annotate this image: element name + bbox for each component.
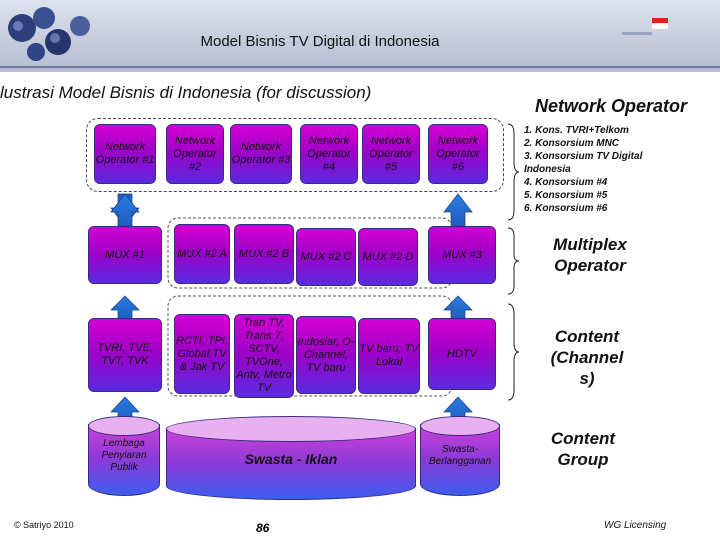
brace-content [507, 303, 520, 401]
network-operator-box-3: Network Operator #3 [230, 124, 292, 184]
list-item: 2. Konsorsium MNC [524, 138, 620, 149]
list-item: 1. Kons. TVRI+Telkom [524, 125, 629, 136]
list-item: 6. Konsorsium #6 [524, 203, 608, 214]
network-operator-box-2: Network Operator #2 [166, 124, 224, 184]
mux-box-2c: MUX #2 C [296, 228, 356, 286]
content-box-6: HDTV [428, 318, 496, 390]
subscription-label: Swasta-Berlangganan [428, 444, 492, 467]
brace-mux [507, 227, 520, 295]
globe-logo-icon [8, 7, 90, 61]
network-operator-box-5: Network Operator #5 [362, 124, 420, 184]
cylinder-public-broadcaster-top [88, 416, 160, 436]
footer-label: WG Licensing [604, 520, 667, 531]
page-title: Model Bisnis TV Digital di Indonesia [200, 33, 440, 50]
cylinder-public-broadcaster [88, 424, 160, 496]
content-box-2: RCTI, TPI, Global TV & Jak TV [174, 314, 230, 394]
page-number: 86 [256, 521, 270, 535]
cylinder-subscription-top [420, 416, 500, 436]
cylinder-commercial-ads-top [166, 416, 416, 442]
copyright-text: © Satriyo 2010 [14, 520, 74, 530]
header-banner: Model Bisnis TV Digital di Indonesia [0, 0, 720, 72]
public-broadcaster-label: Lembaga Penyiaran Publik [101, 438, 147, 473]
brace-network-operator [507, 123, 520, 221]
content-box-3: Tran TV, Trans 7, SCTV, TVOne, Antv, Met… [234, 314, 294, 398]
slide-subtitle: lustrasi Model Bisnis di Indonesia (for … [0, 83, 372, 102]
network-operator-box-4: Network Operator #4 [300, 124, 358, 184]
list-item: Indonesia [524, 164, 571, 175]
mux-box-1: MUX #1 [88, 226, 162, 284]
mux-box-2a: MUX #2 A [174, 224, 230, 284]
list-item: 3. Konsorsium TV Digital [524, 151, 643, 162]
network-operator-box-6: Network Operator #6 [428, 124, 488, 184]
network-operator-group [86, 118, 504, 192]
consortium-list: 1. Kons. TVRI+Telkom 2. Konsorsium MNC 3… [524, 124, 714, 215]
content-box-1: TVRI, TVE, TVT, TVK [88, 318, 162, 392]
network-operator-heading: Network Operator [535, 96, 688, 116]
list-item: 5. Konsorsium #5 [524, 190, 608, 201]
mux-box-2d: MUX #2 D [358, 228, 418, 286]
commercial-ads-label: Swasta - Iklan [244, 451, 338, 467]
network-operator-box-1: Network Operator #1 [94, 124, 156, 184]
cylinder-subscription [420, 424, 500, 496]
indonesia-flag-icon [652, 18, 668, 29]
mux-box-3: MUX #3 [428, 226, 496, 284]
header-divider [0, 66, 720, 68]
mux-box-2b: MUX #2 B [234, 224, 294, 284]
content-box-4: Indosiar, O-Channel, TV baru [296, 316, 356, 394]
list-item: 4. Konsorsium #4 [524, 177, 608, 188]
content-box-5: TV baru, TV Lokal [358, 318, 420, 394]
header-accent-bar [622, 32, 652, 35]
